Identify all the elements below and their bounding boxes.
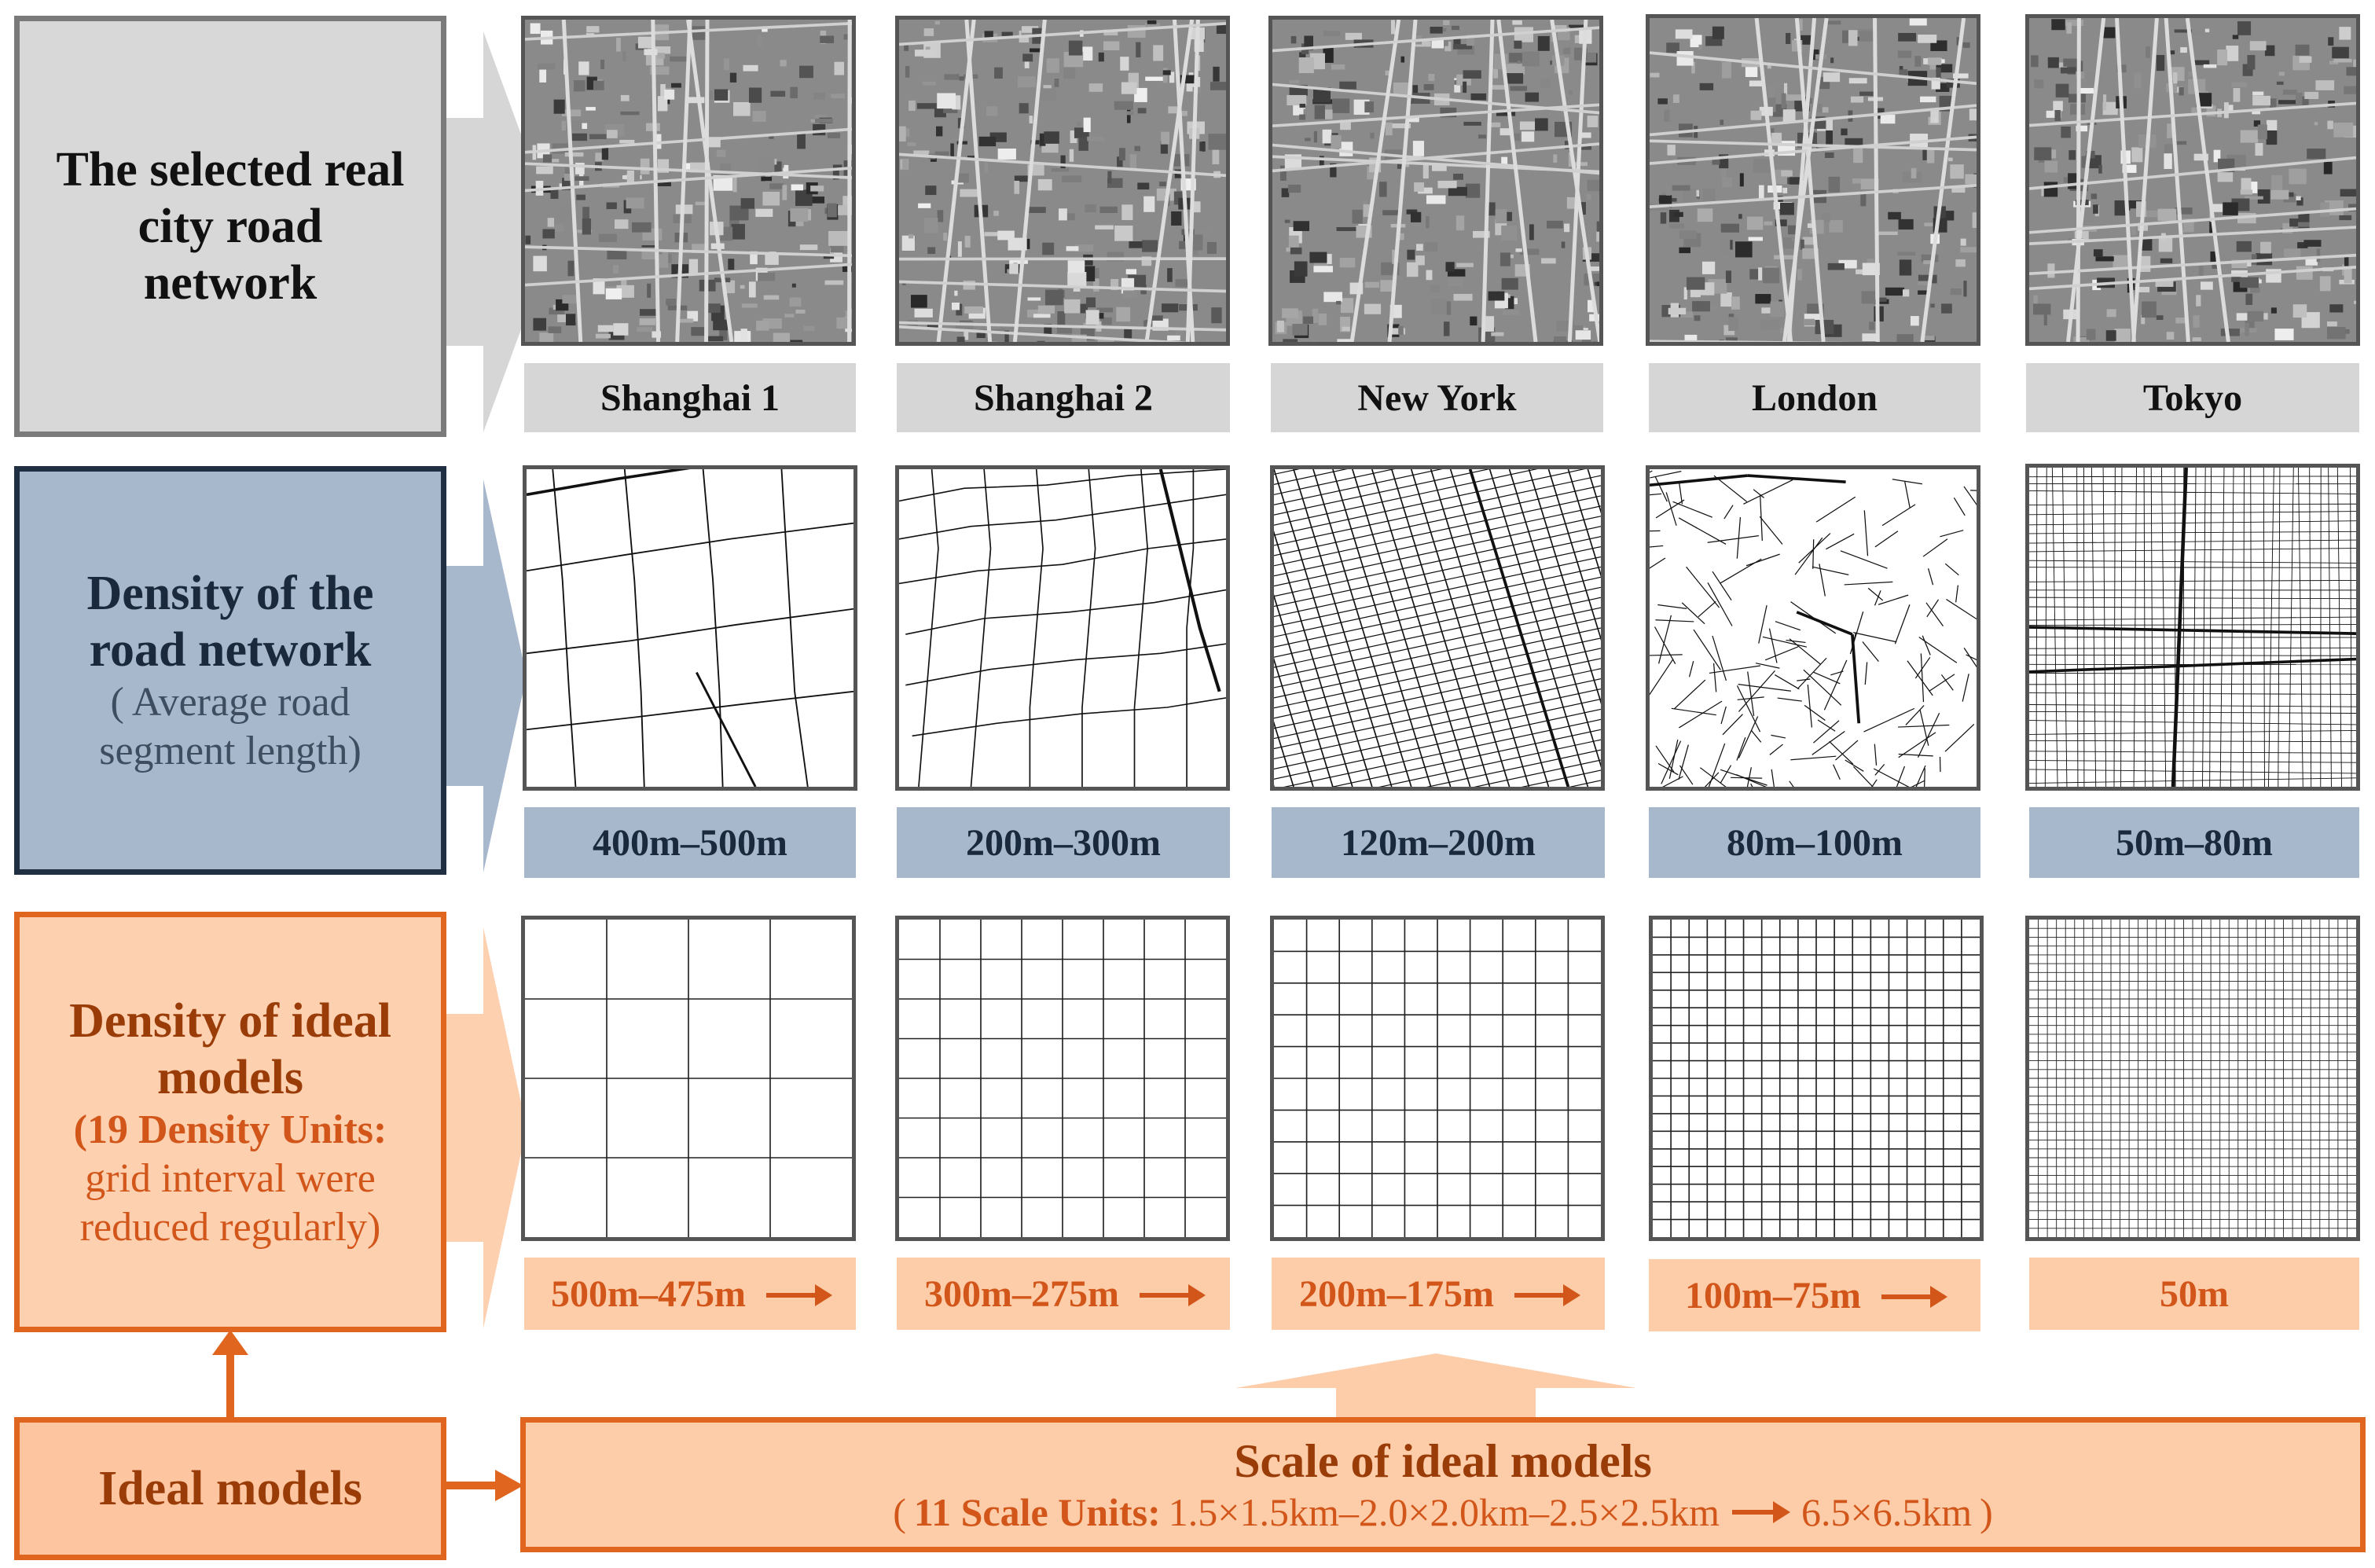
real-network-line3: network <box>143 256 318 310</box>
real-network-line2: city road <box>138 200 323 253</box>
grid-interval-4: 100m–75m <box>1649 1259 1980 1331</box>
scale-open-paren: ( <box>893 1490 906 1534</box>
road-map-newyork <box>1270 465 1605 791</box>
grid-interval-1-text: 500m–475m <box>551 1272 746 1315</box>
ideal-density-sub3: reduced regularly) <box>79 1204 381 1250</box>
grid-interval-3-text: 200m–175m <box>1299 1272 1494 1315</box>
scale-box: Scale of ideal models (11 Scale Units: 1… <box>520 1417 2366 1552</box>
arrow-right-icon <box>1881 1286 1947 1308</box>
ideal-grid-3 <box>1270 916 1605 1241</box>
scale-units: 11 Scale Units: <box>913 1490 1161 1534</box>
ideal-density-sub2: grid interval were <box>85 1155 376 1201</box>
road-map-shanghai2 <box>895 465 1230 791</box>
road-map-shanghai1 <box>523 465 857 791</box>
density-line1: Density of the <box>86 567 374 620</box>
city-label-shanghai1: Shanghai 1 <box>524 363 856 432</box>
aerial-image-london <box>1646 14 1980 346</box>
arrow-right-icon <box>1514 1284 1580 1306</box>
segment-length-newyork: 120m–200m <box>1272 807 1605 878</box>
ideal-grid-5 <box>2025 916 2360 1241</box>
grid-interval-1: 500m–475m <box>524 1258 856 1330</box>
density-sub2: segment length) <box>99 729 362 773</box>
ideal-grid-2 <box>895 916 1230 1241</box>
road-map-tokyo <box>2025 464 2360 791</box>
grid-interval-2-text: 300m–275m <box>924 1272 1119 1315</box>
segment-length-london: 80m–100m <box>1649 807 1980 878</box>
aerial-image-shanghai2 <box>895 16 1230 346</box>
city-label-tokyo: Tokyo <box>2026 363 2359 432</box>
row1-arrow <box>440 31 527 432</box>
road-map-london <box>1646 465 1980 791</box>
scale-up-arrow <box>1235 1353 1636 1419</box>
ideal-models-box: Ideal models <box>14 1417 446 1560</box>
segment-length-shanghai1: 400m–500m <box>524 807 856 878</box>
up-arrow <box>212 1330 248 1418</box>
density-label-box: Density of the road network ( Average ro… <box>14 466 446 875</box>
scale-title: Scale of ideal models <box>1234 1435 1652 1487</box>
ideal-grid-4 <box>1649 916 1984 1241</box>
ideal-grid-1 <box>521 916 856 1241</box>
ideal-density-label-box: Density of ideal models (19 Density Unit… <box>14 912 446 1332</box>
city-label-newyork: New York <box>1271 363 1603 432</box>
right-arrow <box>445 1470 523 1501</box>
scale-arrow-icon <box>1732 1501 1791 1523</box>
grid-interval-4-text: 100m–75m <box>1685 1274 1861 1316</box>
ideal-models-label: Ideal models <box>98 1462 362 1515</box>
density-line2: road network <box>89 623 372 677</box>
ideal-density-line2: models <box>157 1050 303 1104</box>
grid-interval-2: 300m–275m <box>897 1258 1230 1330</box>
aerial-image-newyork <box>1268 16 1603 346</box>
row2-arrow <box>440 479 527 872</box>
grid-interval-5-text: 50m <box>2160 1272 2229 1315</box>
segment-length-tokyo: 50m–80m <box>2029 807 2359 878</box>
density-sub1: ( Average road <box>110 680 351 725</box>
city-label-london: London <box>1649 363 1980 432</box>
scale-end: 6.5×6.5km <box>1801 1490 1973 1534</box>
scale-close-paren: ) <box>1980 1490 1993 1534</box>
grid-interval-5: 50m <box>2029 1258 2359 1330</box>
scale-subtitle: (11 Scale Units: 1.5×1.5km–2.0×2.0km–2.5… <box>893 1489 1993 1536</box>
row3-arrow <box>440 927 527 1328</box>
segment-length-shanghai2: 200m–300m <box>897 807 1230 878</box>
arrow-right-icon <box>765 1284 832 1306</box>
ideal-density-sub-bold: (19 Density Units: <box>73 1107 387 1152</box>
city-label-shanghai2: Shanghai 2 <box>897 363 1230 432</box>
aerial-image-shanghai1 <box>521 16 856 346</box>
scale-range: 1.5×1.5km–2.0×2.0km–2.5×2.5km <box>1168 1490 1720 1534</box>
real-network-label-box: The selected real city road network <box>14 16 446 437</box>
aerial-image-tokyo <box>2025 14 2360 346</box>
ideal-density-line1: Density of ideal <box>69 993 391 1048</box>
grid-interval-3: 200m–175m <box>1272 1258 1605 1330</box>
arrow-right-icon <box>1139 1284 1206 1306</box>
real-network-line1: The selected real <box>56 143 405 196</box>
